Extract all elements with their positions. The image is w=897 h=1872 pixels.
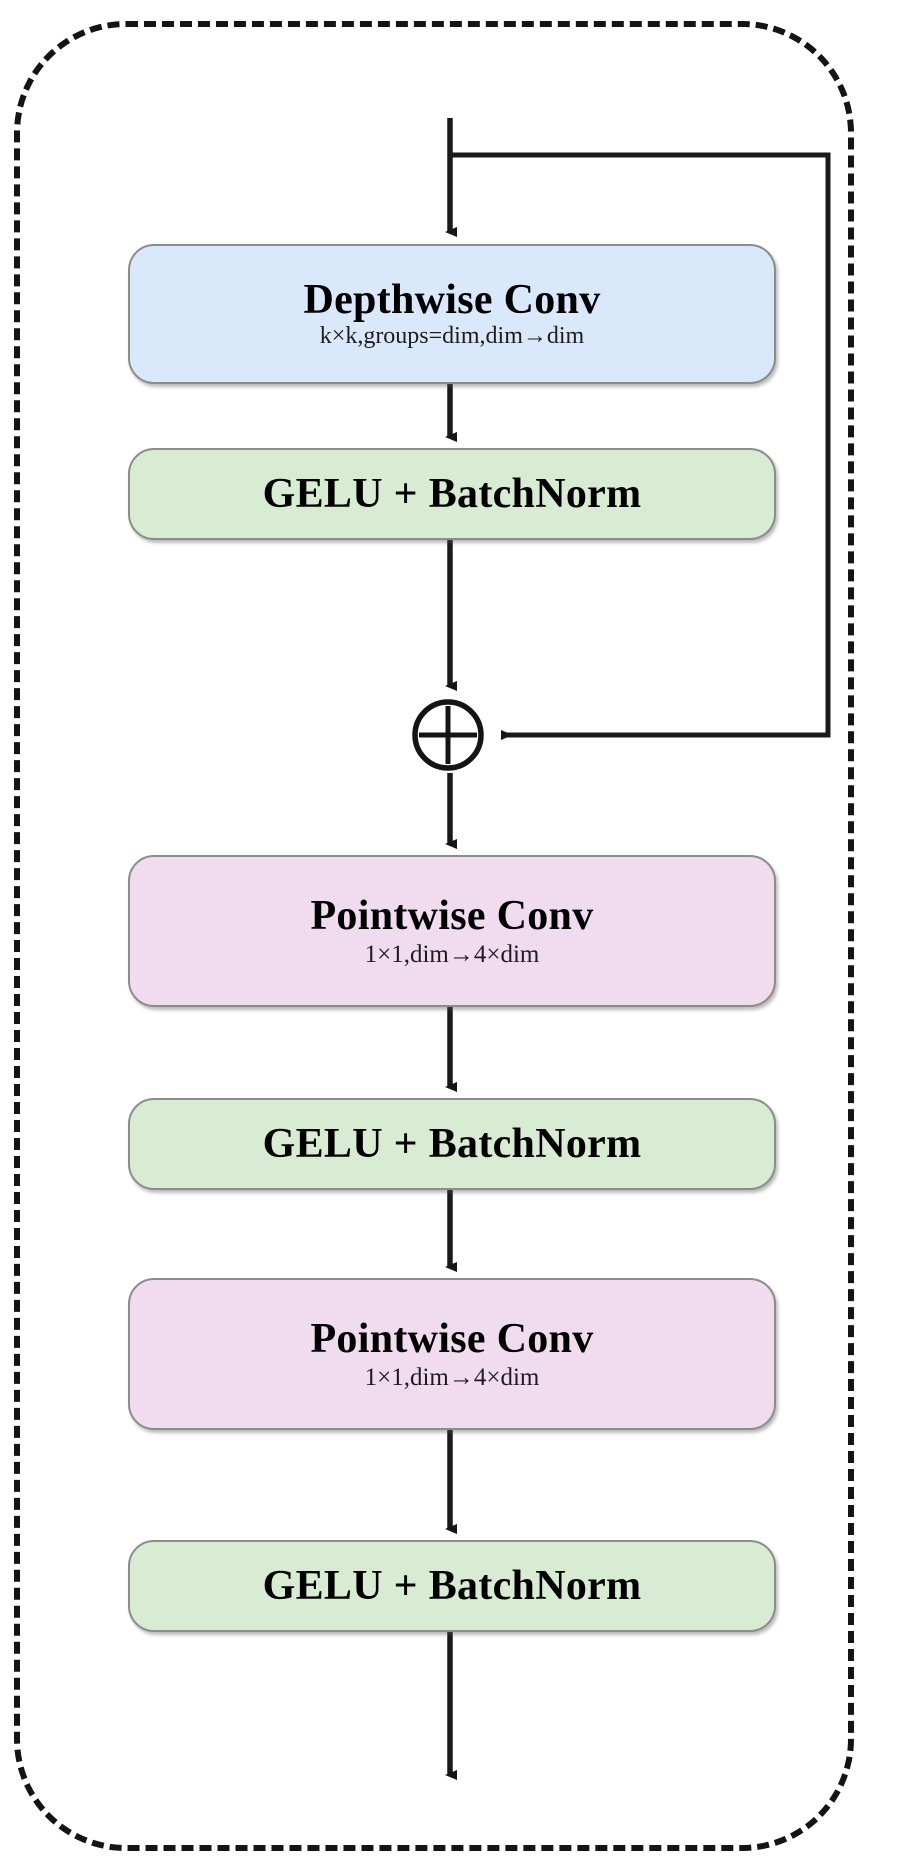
node-depthwise-conv-subtitle: k×k,groups=dim,dim→dim: [319, 323, 585, 350]
node-pointwise-conv-1-title: Pointwise Conv: [310, 892, 594, 939]
block-container-outline: [14, 21, 854, 1851]
node-depthwise-conv[interactable]: Depthwise Conv k×k,groups=dim,dim→dim: [128, 244, 776, 384]
node-pointwise-conv-2[interactable]: Pointwise Conv 1×1,dim→4×dim: [128, 1278, 776, 1430]
node-gelu-batchnorm-2[interactable]: GELU + BatchNorm: [128, 1098, 776, 1190]
node-pointwise-conv-2-title: Pointwise Conv: [310, 1315, 594, 1362]
node-pointwise-conv-1-subtitle: 1×1,dim→4×dim: [364, 940, 540, 968]
node-residual-add[interactable]: [410, 697, 486, 773]
node-gelu-batchnorm-1-title: GELU + BatchNorm: [262, 470, 642, 517]
node-gelu-batchnorm-1[interactable]: GELU + BatchNorm: [128, 448, 776, 540]
node-pointwise-conv-1[interactable]: Pointwise Conv 1×1,dim→4×dim: [128, 855, 776, 1007]
plus-circle-icon: [412, 699, 484, 771]
node-pointwise-conv-2-subtitle: 1×1,dim→4×dim: [364, 1363, 540, 1391]
node-gelu-batchnorm-2-title: GELU + BatchNorm: [262, 1120, 642, 1167]
node-gelu-batchnorm-3-title: GELU + BatchNorm: [262, 1562, 642, 1609]
node-gelu-batchnorm-3[interactable]: GELU + BatchNorm: [128, 1540, 776, 1632]
node-depthwise-conv-title: Depthwise Conv: [303, 277, 601, 324]
